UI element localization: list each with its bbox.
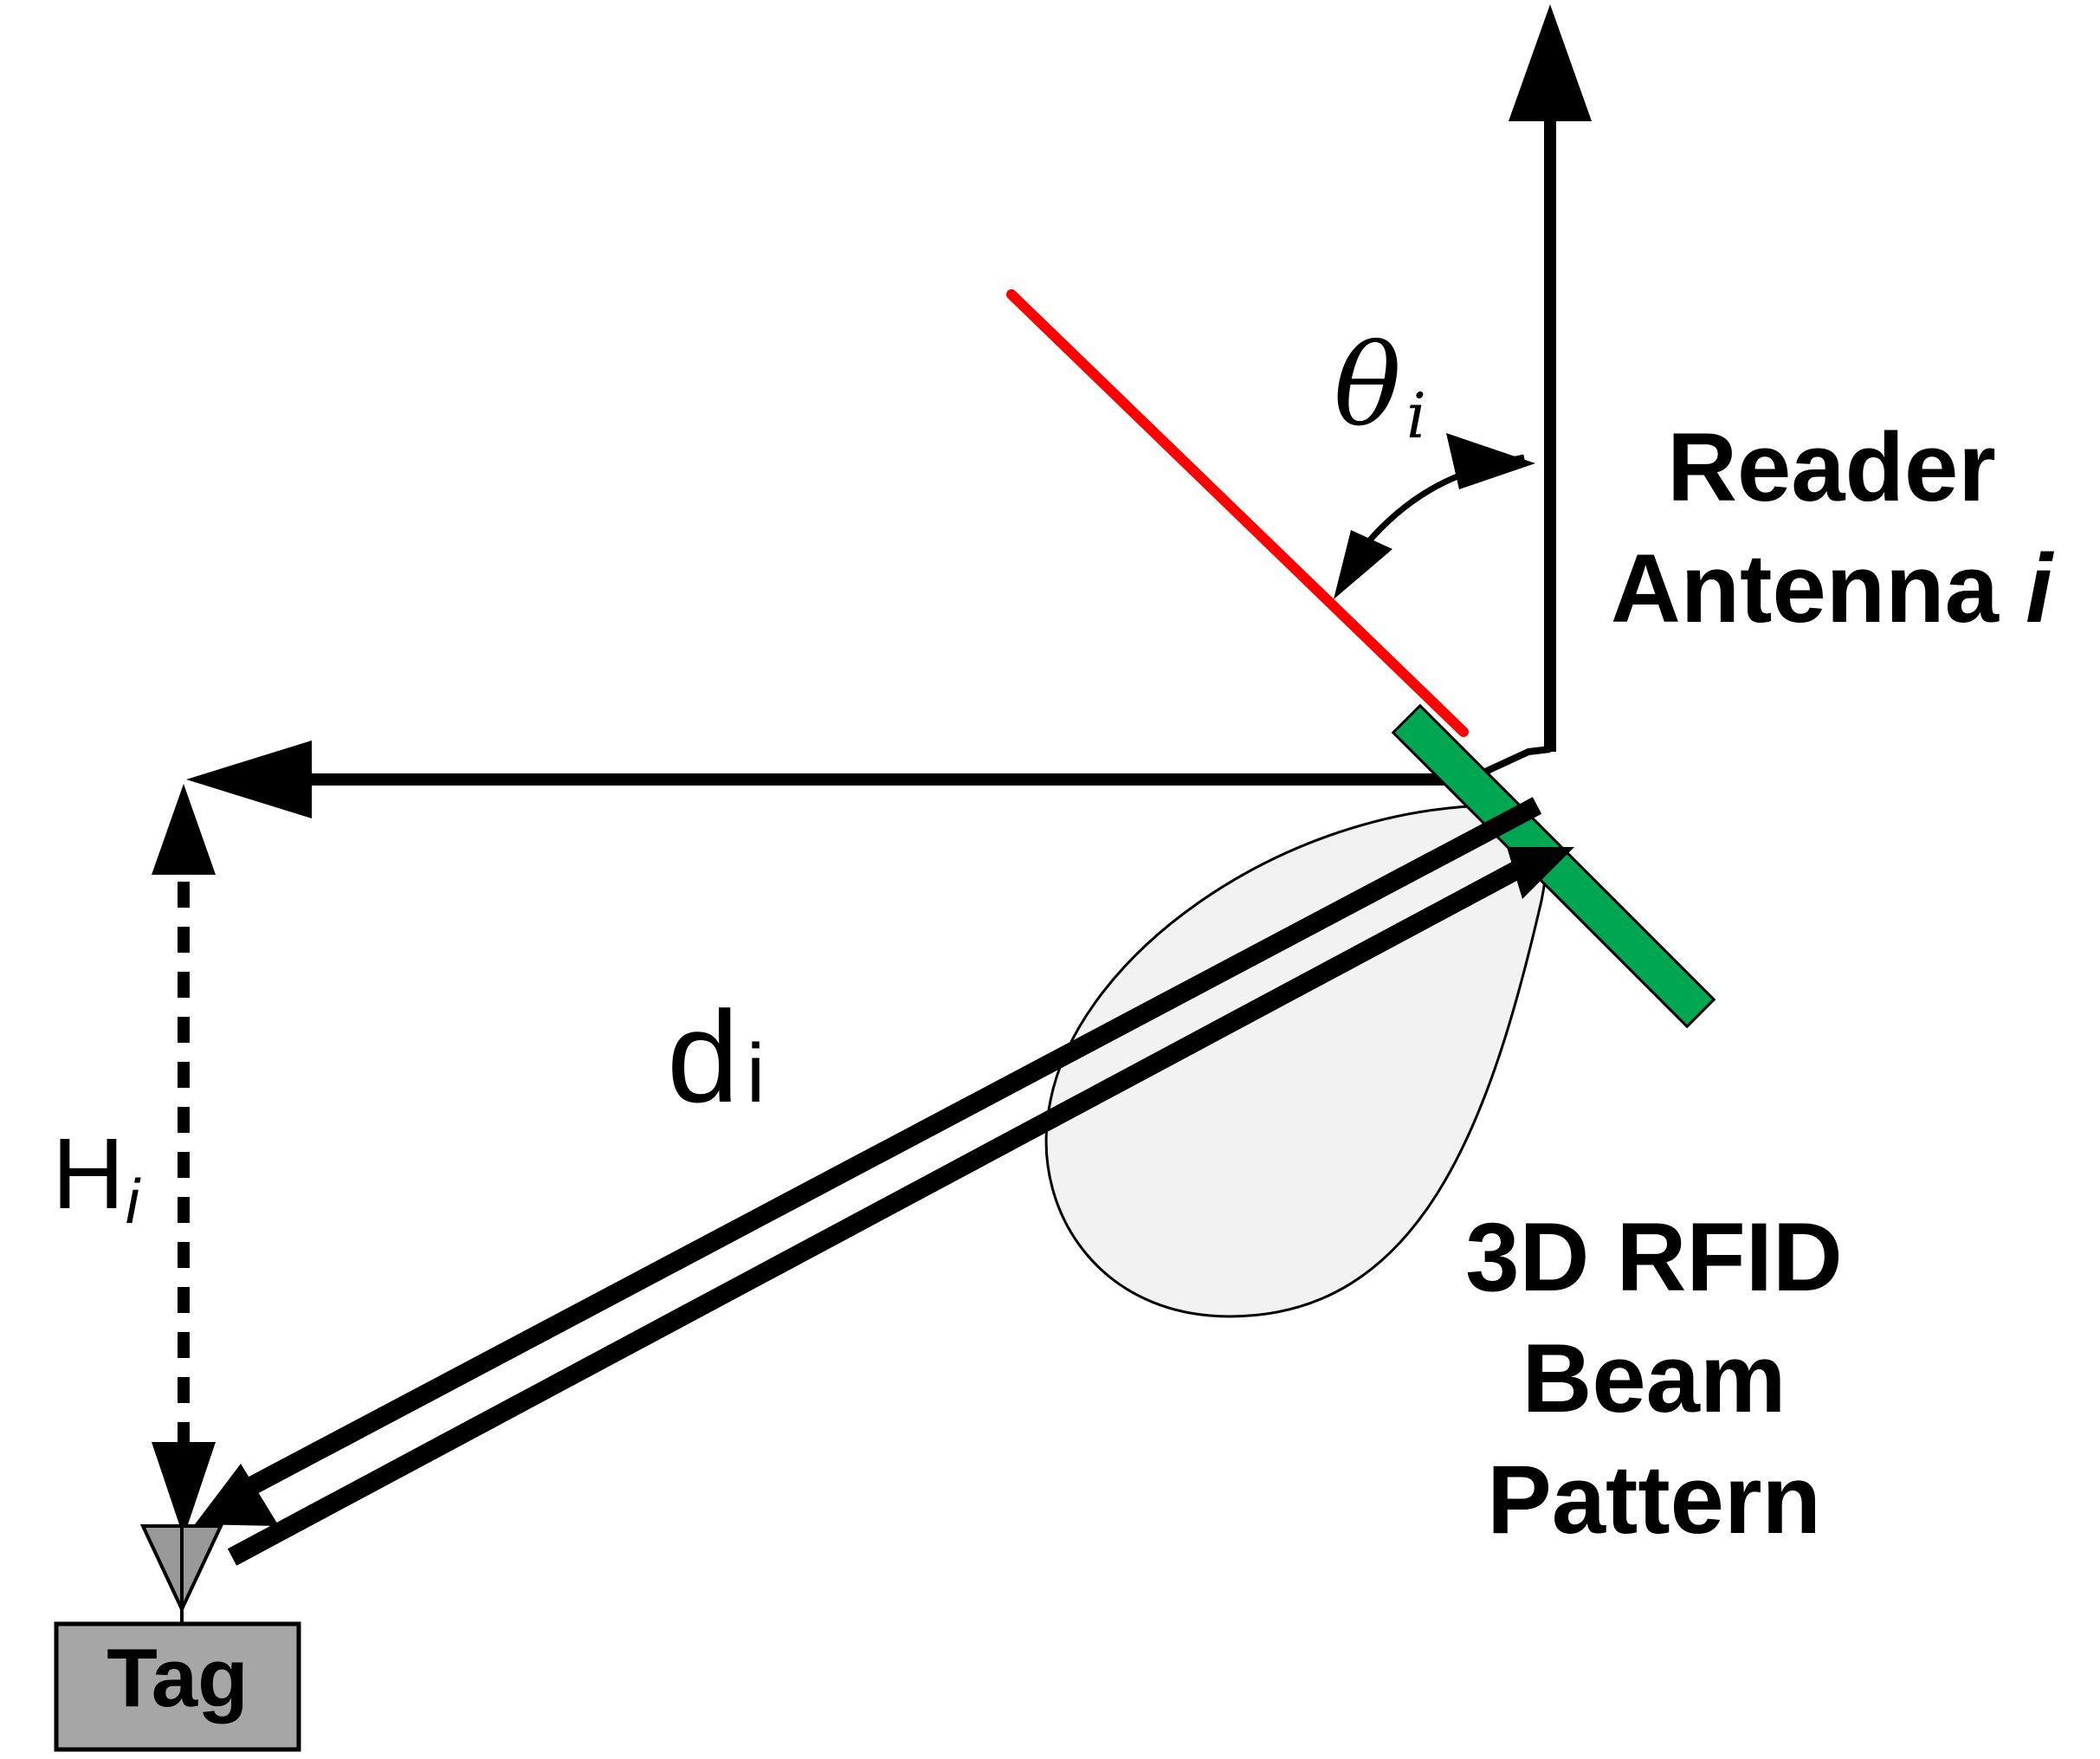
- distance-arrow-outgoing: [195, 797, 1542, 1526]
- theta-angle-arc: [1334, 433, 1535, 599]
- reader-label-antenna: Antenna: [1611, 534, 2000, 643]
- tag-antenna-icon: [139, 1524, 224, 1628]
- distance-symbol: d: [667, 984, 739, 1129]
- beam-label-line2: Beam: [1522, 1324, 1786, 1432]
- beam-label-line3: Pattern: [1487, 1445, 1821, 1554]
- height-subscript: i: [126, 1167, 141, 1237]
- distance-arrow-return: [227, 847, 1574, 1566]
- reader-label-index: i: [2026, 534, 2055, 643]
- tag-box: [54, 1621, 301, 1752]
- beam-pattern-lobe: [1044, 804, 1548, 1318]
- boresight-line: [1006, 289, 1469, 737]
- theta-subscript: i: [1406, 379, 1426, 452]
- height-dashed-arrow: [152, 784, 216, 1537]
- theta-symbol: θ: [1334, 320, 1401, 451]
- distance-subscript: i: [746, 1027, 765, 1120]
- reader-label-line1: Reader: [1667, 413, 1996, 521]
- height-symbol: H: [52, 1117, 125, 1230]
- tag-label: Tag: [107, 1632, 249, 1724]
- horizontal-axis-arrow: [186, 740, 1455, 818]
- reader-label-line2: Antenna i: [1611, 534, 2055, 643]
- vertical-axis-arrow: [1509, 4, 1592, 752]
- beam-label-line1: 3D RFID: [1465, 1203, 1843, 1311]
